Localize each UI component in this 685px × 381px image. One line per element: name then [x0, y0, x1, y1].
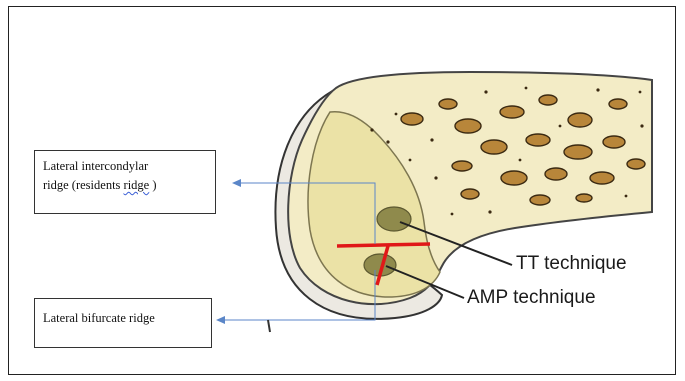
small-mark [268, 320, 270, 332]
tt-tunnel-site [377, 207, 411, 231]
callout-1-line-2: ridge (residents ridge ) [43, 176, 207, 195]
callout-1-text-pre: ridge (residents [43, 178, 124, 192]
callout-2-label: Lateral bifurcate ridge [43, 309, 203, 328]
callout-lateral-intercondylar-ridge: Lateral intercondylar ridge (residents r… [34, 150, 216, 214]
arrowhead-bifurcate [216, 316, 225, 324]
tt-technique-label: TT technique [516, 253, 627, 275]
callout-1-text-wavy: ridge [124, 178, 150, 192]
bifurcate-ridge-line [337, 244, 430, 246]
callout-1-text-post: ) [149, 178, 156, 192]
callout-lateral-bifurcate-ridge: Lateral bifurcate ridge [34, 298, 212, 348]
callout-1-line-1: Lateral intercondylar [43, 157, 207, 176]
amp-technique-label: AMP technique [467, 287, 596, 309]
arrowhead-intercondylar [232, 179, 241, 187]
